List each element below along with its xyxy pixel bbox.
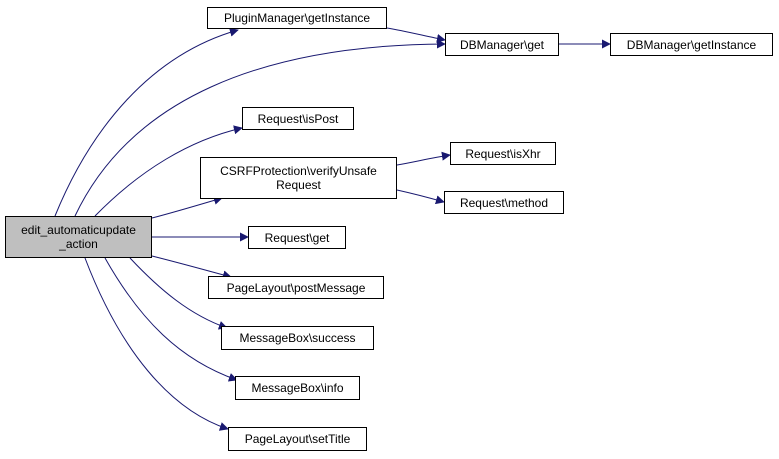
node-label: MessageBox\info — [251, 381, 344, 395]
node-message-box-success[interactable]: MessageBox\success — [221, 326, 374, 350]
node-csrf-protection-verify-unsafe-request[interactable]: CSRFProtection\verifyUnsafe Request — [200, 157, 397, 199]
edge-root-to-post-message — [151, 255, 232, 280]
edge-root-to-csrf-verify — [151, 195, 223, 219]
node-label: PageLayout\setTitle — [244, 432, 351, 446]
edge-root-to-set-title — [84, 257, 229, 431]
root-node-label-line2: _action — [59, 237, 98, 251]
node-page-layout-post-message[interactable]: PageLayout\postMessage — [208, 276, 384, 299]
node-label: DBManager\get — [459, 37, 545, 52]
edge-csrf-to-request-is-xhr — [396, 151, 451, 166]
edge-root-to-message-box-info — [104, 257, 238, 382]
node-label: DBManager\getInstance — [626, 37, 757, 52]
node-message-box-info[interactable]: MessageBox\info — [235, 376, 360, 400]
node-label: Request\get — [264, 230, 330, 245]
node-label: MessageBox\success — [239, 331, 356, 345]
node-db-manager-get-instance[interactable]: DBManager\getInstance — [610, 33, 773, 56]
edge-root-to-db-manager-get — [74, 39, 446, 217]
node-label: Request\isPost — [257, 111, 339, 126]
edge-root-to-plugin-manager-get-instance — [54, 27, 239, 217]
edge-plugin-manager-to-db-manager-get — [386, 27, 446, 43]
node-label-line1: CSRFProtection\verifyUnsafe — [220, 164, 377, 178]
node-request-is-post[interactable]: Request\isPost — [242, 107, 354, 130]
root-node-edit-automaticupdate-action: edit_automaticupdate _action — [5, 216, 152, 258]
node-label: Request\method — [459, 195, 549, 210]
node-label: PluginManager\getInstance — [223, 11, 371, 25]
node-plugin-manager-get-instance[interactable]: PluginManager\getInstance — [207, 7, 387, 29]
node-request-is-xhr[interactable]: Request\isXhr — [450, 142, 556, 165]
node-request-method[interactable]: Request\method — [444, 191, 564, 214]
node-db-manager-get[interactable]: DBManager\get — [445, 33, 559, 56]
node-label-line2: Request — [276, 178, 321, 192]
edge-root-to-message-box-success — [129, 257, 228, 330]
root-node-label-line1: edit_automaticupdate — [21, 223, 136, 237]
edge-root-to-request-is-post — [94, 125, 243, 217]
node-request-get[interactable]: Request\get — [248, 226, 346, 249]
node-page-layout-set-title[interactable]: PageLayout\setTitle — [228, 427, 367, 451]
node-label: PageLayout\postMessage — [226, 280, 366, 295]
node-label: Request\isXhr — [465, 146, 541, 161]
edge-csrf-to-request-method — [396, 189, 445, 205]
